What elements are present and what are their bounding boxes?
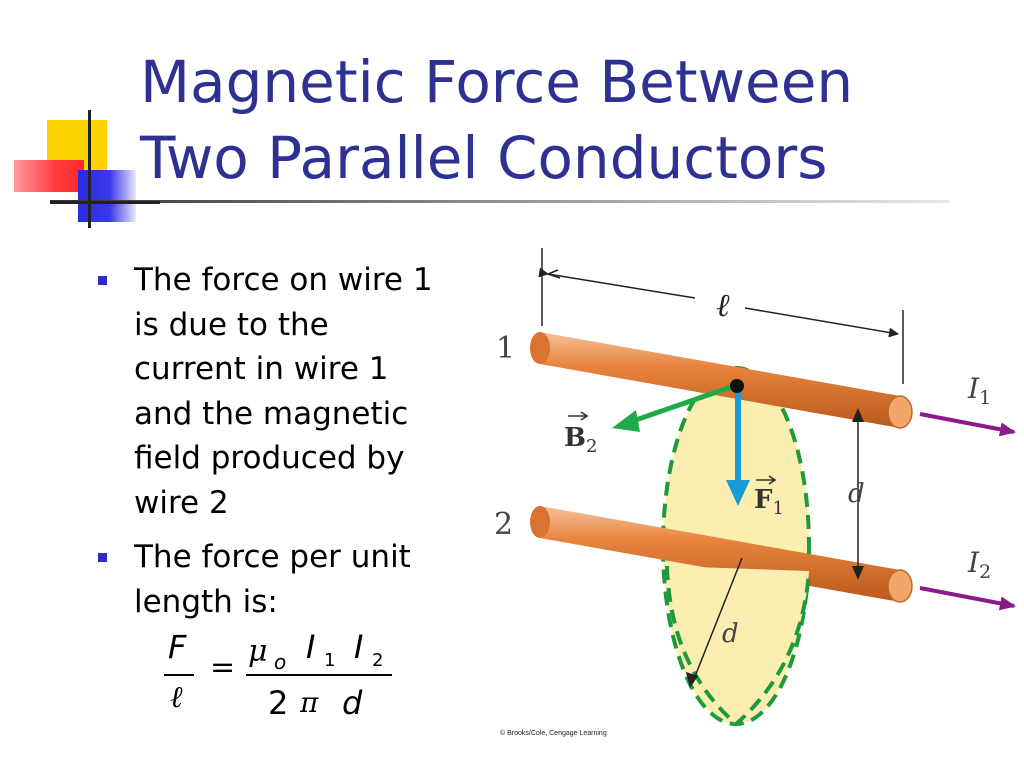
radius-line [691, 557, 743, 685]
separation-arrowhead-top [852, 408, 864, 422]
title-line-2: Two Parallel Conductors [140, 124, 828, 192]
bullet-item-2: The force per unit length is: [96, 535, 496, 624]
wire-1-label: 1 [496, 331, 515, 366]
wire-1-right-end [887, 395, 913, 429]
parallel-wires-figure: ℓ 1 2 I1 I2 d d B2 F1 [494, 248, 1016, 727]
bullet-2-line-1: The force per unit [134, 539, 411, 575]
current-1-arrow [919, 412, 1016, 437]
formula-two: 2 [268, 684, 289, 722]
bullet-1-line-3: current in wire 1 [134, 351, 389, 387]
wire-2-label: 2 [494, 507, 513, 542]
current-1-label: I1 [967, 372, 991, 409]
image-credit: © Brooks/Cole, Cengage Learning [500, 730, 607, 737]
current-1-subscript: 1 [979, 387, 991, 409]
wire-2 [540, 506, 900, 602]
current-2-letter: I [967, 546, 980, 579]
magnetic-field-loop-front-outline [665, 565, 811, 727]
length-arrow-right [744, 307, 899, 338]
wire-2-left-end [530, 506, 550, 538]
bullet-2-line-2: length is: [134, 583, 278, 620]
formula-I2-sub: 2 [372, 650, 384, 671]
decor-blue-square [78, 170, 136, 222]
bullet-1-line-6: wire 2 [134, 484, 229, 521]
bullet-list: The force on wire 1 is due to the curren… [96, 258, 496, 624]
field-vector-B2-label: B2 [564, 423, 597, 457]
current-2-label: I2 [967, 546, 991, 583]
bullet-square-icon [98, 553, 107, 562]
current-2-subscript: 2 [979, 561, 991, 583]
bullet-1-line-4: and the magnetic [134, 395, 409, 432]
radius-label: d [722, 619, 739, 649]
formula-F: F [168, 628, 187, 666]
length-arrow-left [538, 267, 696, 299]
wire-1 [540, 332, 900, 428]
decor-red-bar [14, 160, 84, 192]
force-vector-F1-label: F1 [754, 485, 784, 519]
formula-I2: I [354, 628, 364, 666]
magnetic-field-loop-front [667, 566, 809, 724]
formula-ell: ℓ [170, 680, 183, 715]
force-vector-F1-head [726, 480, 750, 506]
bullet-1-line-5: field produced by [134, 440, 405, 476]
field-vector-B2-subscript: 2 [586, 436, 597, 457]
formula-I1-sub: 1 [324, 650, 336, 671]
bullet-square-icon [98, 276, 107, 285]
title-divider [50, 200, 950, 203]
point-on-wire-1 [730, 379, 744, 393]
force-vector-F1-overarrow [756, 475, 777, 485]
bullet-1-line-2: is due to the [134, 306, 329, 343]
formula-d: d [342, 684, 363, 722]
field-vector-B2-letter: B [564, 423, 586, 453]
separation-arrowhead-bottom [852, 566, 864, 580]
decor-vertical-line [88, 110, 91, 228]
force-vector-F1-subscript: 1 [772, 498, 783, 519]
field-vector-B2-head [612, 410, 640, 432]
current-2-arrow [919, 586, 1016, 611]
length-arrowhead-left [545, 269, 561, 279]
current-1-letter: I [967, 372, 980, 405]
decor-horizontal-line [50, 201, 160, 204]
wire-2-right-end [887, 569, 913, 603]
wire-1-left-end [530, 332, 550, 364]
field-vector-B2 [629, 383, 735, 425]
length-label: ℓ [716, 286, 730, 324]
bullet-item-1: The force on wire 1 is due to the curren… [96, 258, 496, 525]
formula-equals: = [210, 650, 236, 685]
formula-pi: π [300, 686, 319, 719]
formula-I1: I [306, 628, 316, 666]
formula-lhs-fraction-bar [164, 674, 194, 676]
force-vector-F1-letter: F [754, 485, 773, 515]
force-per-length-formula: F ℓ = μ o I 1 I 2 2 π d [160, 628, 400, 728]
radius-arrowhead [686, 672, 698, 688]
separation-label: d [848, 479, 865, 509]
title-line-1: Magnetic Force Between [140, 48, 854, 116]
formula-mu-sub: o [274, 650, 287, 674]
slide-title: Magnetic Force Between Two Parallel Cond… [140, 44, 1000, 196]
formula-mu: μ [248, 634, 268, 669]
field-vector-B2-overarrow [568, 411, 589, 421]
bullet-1-line-1: The force on wire 1 [134, 262, 433, 298]
formula-rhs-fraction-bar [246, 674, 392, 676]
